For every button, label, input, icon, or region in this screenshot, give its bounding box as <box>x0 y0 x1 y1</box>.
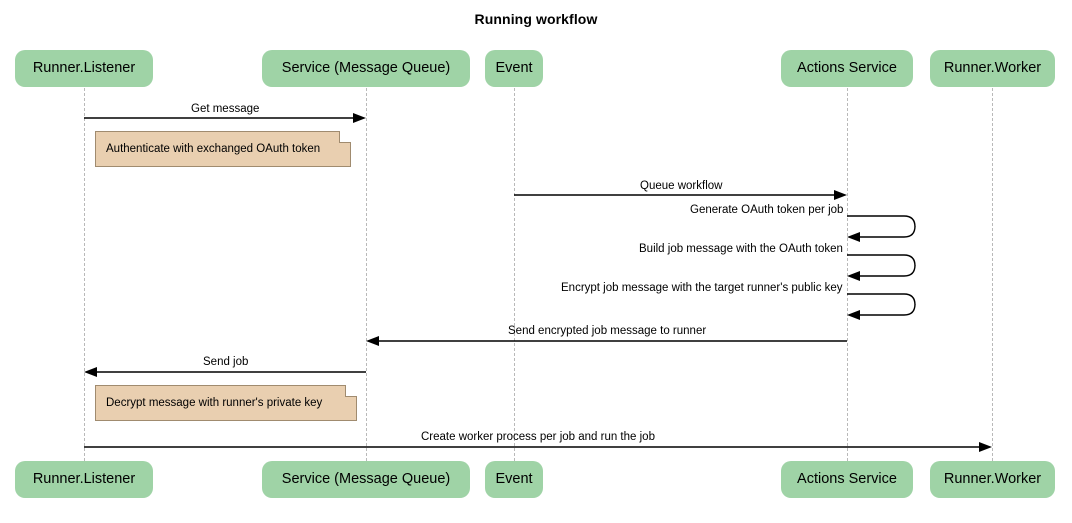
participant-label: Runner.Worker <box>943 471 1042 488</box>
arrowhead-send-encrypted-job <box>366 336 379 346</box>
participant-footer-runner-listener[interactable]: Runner.Listener <box>15 461 153 498</box>
message-line-encrypt-job <box>847 293 916 316</box>
participant-label: Runner.Listener <box>32 60 136 77</box>
lifeline-runner-worker <box>992 88 993 461</box>
arrowhead-encrypt-job <box>847 310 860 320</box>
note-authenticate: Authenticate with exchanged OAuth token <box>95 131 351 167</box>
arrowhead-build-job-message <box>847 271 860 281</box>
participant-label: Service (Message Queue) <box>281 60 451 77</box>
participant-header-event[interactable]: Event <box>485 50 543 87</box>
participant-label: Actions Service <box>797 60 897 77</box>
participant-label: Actions Service <box>797 471 897 488</box>
participant-header-runner-listener[interactable]: Runner.Listener <box>15 50 153 87</box>
participant-footer-event[interactable]: Event <box>485 461 543 498</box>
message-label-build-job-message: Build job message with the OAuth token <box>639 243 843 255</box>
note-label: Decrypt message with runner's private ke… <box>106 397 323 409</box>
message-line-build-job-message <box>847 254 916 277</box>
message-label-send-encrypted-job: Send encrypted job message to runner <box>508 325 707 337</box>
message-line-generate-token <box>847 215 916 238</box>
note-fold-corner-icon <box>339 131 351 143</box>
participant-label: Runner.Worker <box>943 60 1042 77</box>
message-label-queue-workflow: Queue workflow <box>640 180 723 192</box>
page-title: Running workflow <box>474 11 598 27</box>
arrowhead-get-message <box>353 113 366 123</box>
participant-label: Runner.Listener <box>32 471 136 488</box>
lifeline-event <box>514 88 515 461</box>
arrowhead-send-job <box>84 367 97 377</box>
message-label-encrypt-job: Encrypt job message with the target runn… <box>561 282 843 294</box>
note-label: Authenticate with exchanged OAuth token <box>106 143 321 155</box>
message-label-generate-token: Generate OAuth token per job <box>690 204 844 216</box>
lifeline-runner-listener <box>84 88 85 461</box>
participant-footer-service-mq[interactable]: Service (Message Queue) <box>262 461 470 498</box>
message-label-send-job: Send job <box>203 356 249 368</box>
participant-label: Service (Message Queue) <box>281 471 451 488</box>
participant-header-runner-worker[interactable]: Runner.Worker <box>930 50 1055 87</box>
arrowhead-create-worker <box>979 442 992 452</box>
participant-label: Event <box>495 471 533 488</box>
note-decrypt: Decrypt message with runner's private ke… <box>95 385 357 421</box>
lifeline-actions-service <box>847 88 848 461</box>
lifeline-service-mq <box>366 88 367 461</box>
participant-header-service-mq[interactable]: Service (Message Queue) <box>262 50 470 87</box>
message-label-create-worker: Create worker process per job and run th… <box>421 431 655 443</box>
participant-label: Event <box>495 60 533 77</box>
arrowhead-queue-workflow <box>834 190 847 200</box>
message-label-get-message: Get message <box>191 103 260 115</box>
note-fold-corner-icon <box>345 385 357 397</box>
participant-footer-runner-worker[interactable]: Runner.Worker <box>930 461 1055 498</box>
participant-header-actions-service[interactable]: Actions Service <box>781 50 913 87</box>
participant-footer-actions-service[interactable]: Actions Service <box>781 461 913 498</box>
arrowhead-generate-token <box>847 232 860 242</box>
